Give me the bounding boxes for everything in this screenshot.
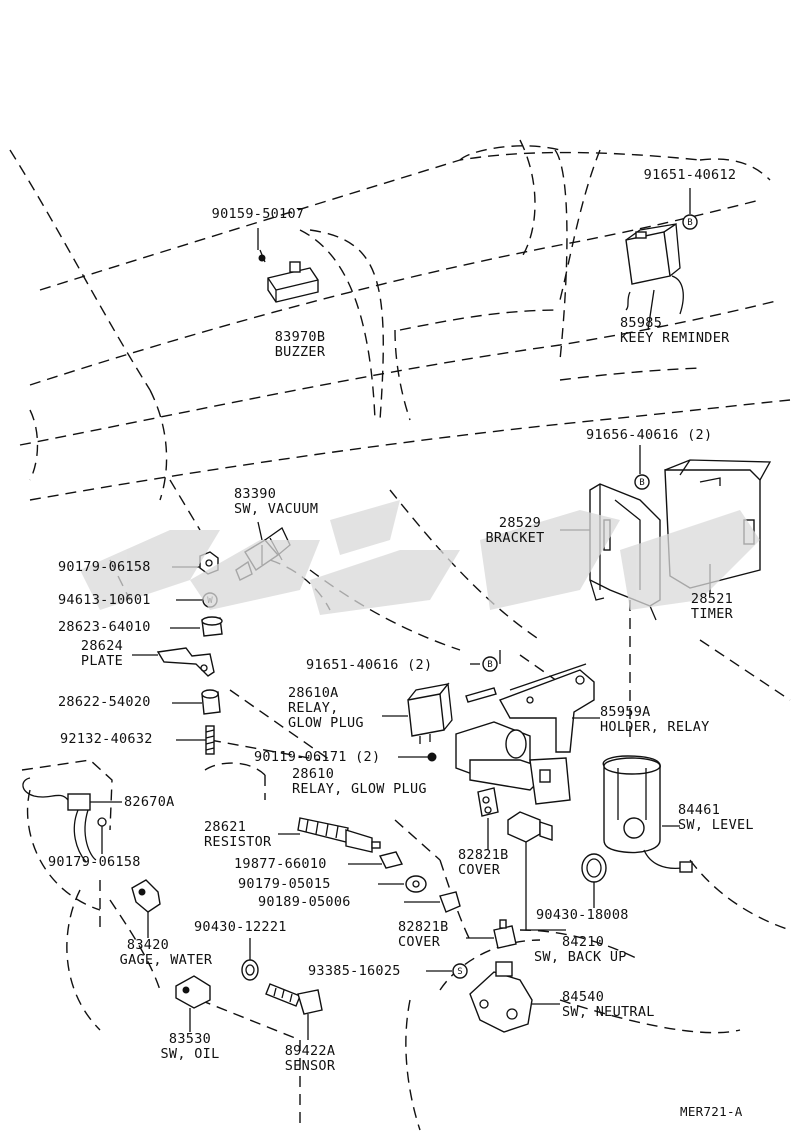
backup-switch-part — [507, 811, 553, 843]
label-91656-40616: 91656-40616 (2) — [586, 427, 713, 443]
cushion-28622 — [201, 689, 221, 715]
label-sw-neutral: SW, NEUTRAL — [562, 1004, 655, 1020]
label-buzzer: BUZZER — [274, 344, 326, 360]
label-28610a: 28610A — [288, 685, 339, 701]
buzzer-part — [258, 249, 319, 303]
label-sw-level: SW, LEVEL — [678, 817, 754, 833]
label-28610: 28610 — [292, 766, 335, 782]
label-cover-lower: COVER — [398, 934, 441, 950]
label-28622-54020: 28622-54020 — [58, 694, 151, 710]
relay-28610a — [407, 682, 453, 744]
watermark-logo — [80, 500, 760, 615]
oil-switch-part — [175, 975, 211, 1009]
label-sw-oil: SW, OIL — [160, 1046, 220, 1062]
relay-28610 — [455, 721, 571, 805]
cushion-28623 — [201, 616, 223, 637]
label-timer: TIMER — [690, 606, 734, 622]
label-91651-40612: 91651-40612 — [643, 167, 737, 183]
label-plate: PLATE — [80, 653, 124, 669]
gasket-90430-18008 — [581, 853, 607, 883]
label-84461: 84461 — [678, 802, 721, 818]
label-82670a: 82670A — [124, 794, 175, 810]
label-19877-66010: 19877-66010 — [234, 856, 327, 872]
label-85985: 85985 — [620, 315, 663, 331]
label-28624: 28624 — [80, 638, 124, 654]
label-gage-water: GAGE, WATER — [119, 952, 213, 968]
dashboard-outline — [9, 139, 791, 501]
sensor-part — [265, 983, 323, 1015]
gasket-90430-12221 — [241, 959, 259, 981]
callout-s-neutral — [452, 963, 468, 979]
label-84540: 84540 — [562, 989, 605, 1005]
harness-82670a — [21, 759, 113, 863]
label-90189-05006: 90189-05006 — [258, 894, 351, 910]
label-83420: 83420 — [126, 937, 170, 953]
level-switch-part — [602, 755, 693, 873]
resistor-part — [297, 817, 381, 853]
label-90430-18008: 90430-18008 — [536, 907, 629, 923]
insulator-19877 — [378, 851, 404, 869]
nut-90179-05015 — [405, 875, 427, 893]
nut-90189-05006 — [439, 891, 461, 913]
label-28621: 28621 — [204, 819, 247, 835]
label-89422a: 89422A — [284, 1043, 336, 1059]
label-90430-12221: 90430-12221 — [194, 919, 287, 935]
label-84210: 84210 — [562, 934, 605, 950]
label-relay: RELAY, — [288, 700, 339, 716]
callout-letter-b2: B — [639, 478, 644, 488]
label-relay-glow-plug: RELAY, GLOW PLUG — [292, 781, 427, 797]
label-bracket: BRACKET — [485, 530, 545, 546]
label-93385-16025: 93385-16025 — [308, 963, 401, 979]
label-94613-10601: 94613-10601 — [58, 592, 151, 608]
label-90179-06158-top: 90179-06158 — [58, 559, 151, 575]
label-82821b-upper: 82821B — [458, 847, 509, 863]
screw-bracket — [465, 687, 497, 703]
label-sw-back-up: SW, BACK UP — [534, 949, 627, 965]
callout-letter-b3: B — [487, 660, 492, 670]
cover-82821b-lower — [493, 919, 517, 949]
label-90159-50107: 90159-50107 — [211, 206, 305, 222]
callout-b-keey — [682, 214, 698, 230]
relay-holder-part — [498, 663, 595, 753]
label-85959a: 85959A — [600, 704, 651, 720]
label-83530: 83530 — [168, 1031, 212, 1047]
bolt-92132 — [205, 725, 215, 755]
label-28623-64010: 28623-64010 — [58, 619, 151, 635]
callout-b-holder — [482, 656, 498, 672]
cover-82821b-upper — [477, 787, 499, 817]
callout-letter-b1: B — [687, 218, 692, 228]
label-90179-05015: 90179-05015 — [238, 876, 331, 892]
label-90179-06158-bottom: 90179-06158 — [48, 854, 141, 870]
callout-b-timer — [634, 474, 650, 490]
label-28521: 28521 — [690, 591, 734, 607]
label-92132-40632: 92132-40632 — [60, 731, 153, 747]
water-gage-part — [131, 879, 161, 913]
label-83390: 83390 — [234, 486, 277, 502]
label-cover-upper: COVER — [458, 862, 501, 878]
diagram-code: MER721-A — [680, 1104, 743, 1119]
label-sensor: SENSOR — [284, 1058, 336, 1074]
neutral-switch-part — [469, 961, 533, 1033]
label-28529: 28529 — [498, 515, 542, 531]
label-sw-vacuum: SW, VACUUM — [234, 501, 319, 517]
callout-letter-s: S — [457, 967, 462, 977]
label-83970b: 83970B — [274, 329, 326, 345]
label-keey-reminder: KEEY REMINDER — [620, 330, 730, 346]
label-glow-plug: GLOW PLUG — [288, 715, 364, 731]
keey-reminder-part — [625, 222, 684, 315]
label-82821b-lower: 82821B — [398, 919, 449, 935]
label-90119-06171: 90119-06171 (2) — [254, 749, 381, 765]
label-91651-40616: 91651-40616 (2) — [306, 657, 433, 673]
label-resistor: RESISTOR — [204, 834, 272, 850]
label-holder-relay: HOLDER, RELAY — [600, 719, 710, 735]
plate-28624 — [156, 647, 215, 677]
